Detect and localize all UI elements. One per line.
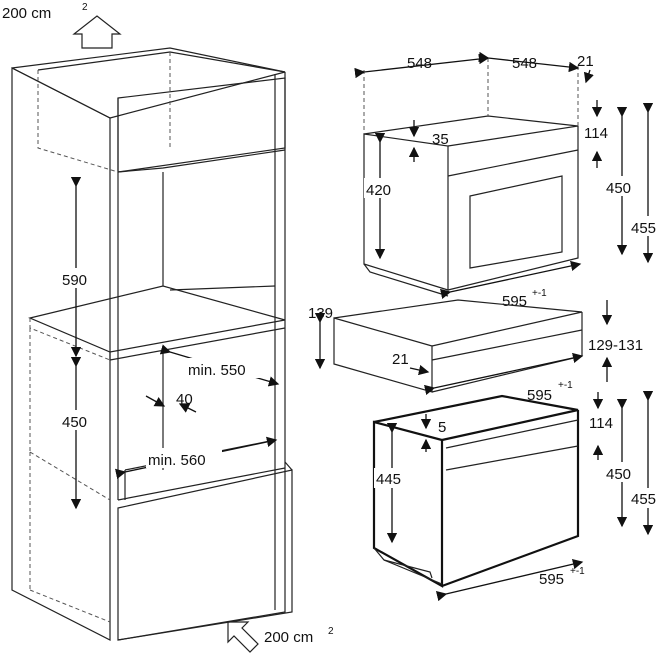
warming-drawer (333, 299, 583, 393)
dim-min-550: min. 550 (188, 362, 246, 379)
dim-139: 139 (308, 305, 333, 322)
dim-min-560: min. 560 (148, 452, 206, 469)
dim-595-bottom-line (435, 559, 584, 602)
vent-diagonal-arrow-icon (227, 621, 259, 653)
dim-40-arrow-b (178, 403, 197, 413)
dim-595-top: 595 (502, 293, 527, 310)
dim-595-drawer: 595 (527, 387, 552, 404)
dim-114-top: 114 (584, 125, 608, 142)
vent-bottom-label: 200 cm (264, 629, 313, 646)
dim-5: 5 (438, 419, 446, 436)
dim-450-bottom: 450 (606, 466, 631, 483)
dim-548-b: 548 (512, 55, 537, 72)
dim-595-top-line (440, 260, 582, 299)
dim-445: 445 (376, 471, 401, 488)
dim-590: 590 (62, 272, 87, 289)
vent-bottom-sup: 2 (328, 626, 334, 637)
dim-129-131: 129-131 (588, 337, 643, 354)
dim-21-arrow (583, 69, 594, 84)
vent-top-label: 200 cm (2, 5, 51, 22)
dim-595-bottom: 595 (539, 571, 564, 588)
dim-595-drawer-line (424, 352, 584, 396)
dim-455-top: 455 (631, 220, 656, 237)
dim-21-drawer-arrow (409, 364, 430, 376)
top-appliance (363, 58, 579, 297)
dim-548a-line (354, 53, 490, 79)
dim-450-top: 450 (606, 180, 631, 197)
vent-top-sup: 2 (82, 2, 88, 13)
vent-up-arrow-icon (72, 15, 122, 49)
dim-40: 40 (176, 391, 193, 408)
dim-548-a: 548 (407, 55, 432, 72)
dim-21-drawer: 21 (392, 351, 409, 368)
tall-cabinet (11, 47, 293, 641)
dim-595-bottom-sup: +-1 (570, 566, 585, 577)
dim-420: 420 (366, 182, 391, 199)
dim-595-top-sup: +-1 (532, 288, 547, 299)
dim-40-arrow-a (145, 395, 166, 407)
dim-595-drawer-sup: +-1 (558, 380, 573, 391)
dim-455-bottom: 455 (631, 491, 656, 508)
dim-450-cabinet: 450 (62, 414, 87, 431)
bottom-oven (372, 394, 580, 588)
dim-548b-line (478, 51, 580, 73)
dim-21-top: 21 (577, 53, 594, 70)
dim-35: 35 (432, 131, 449, 148)
dim-114-bottom: 114 (589, 415, 613, 432)
